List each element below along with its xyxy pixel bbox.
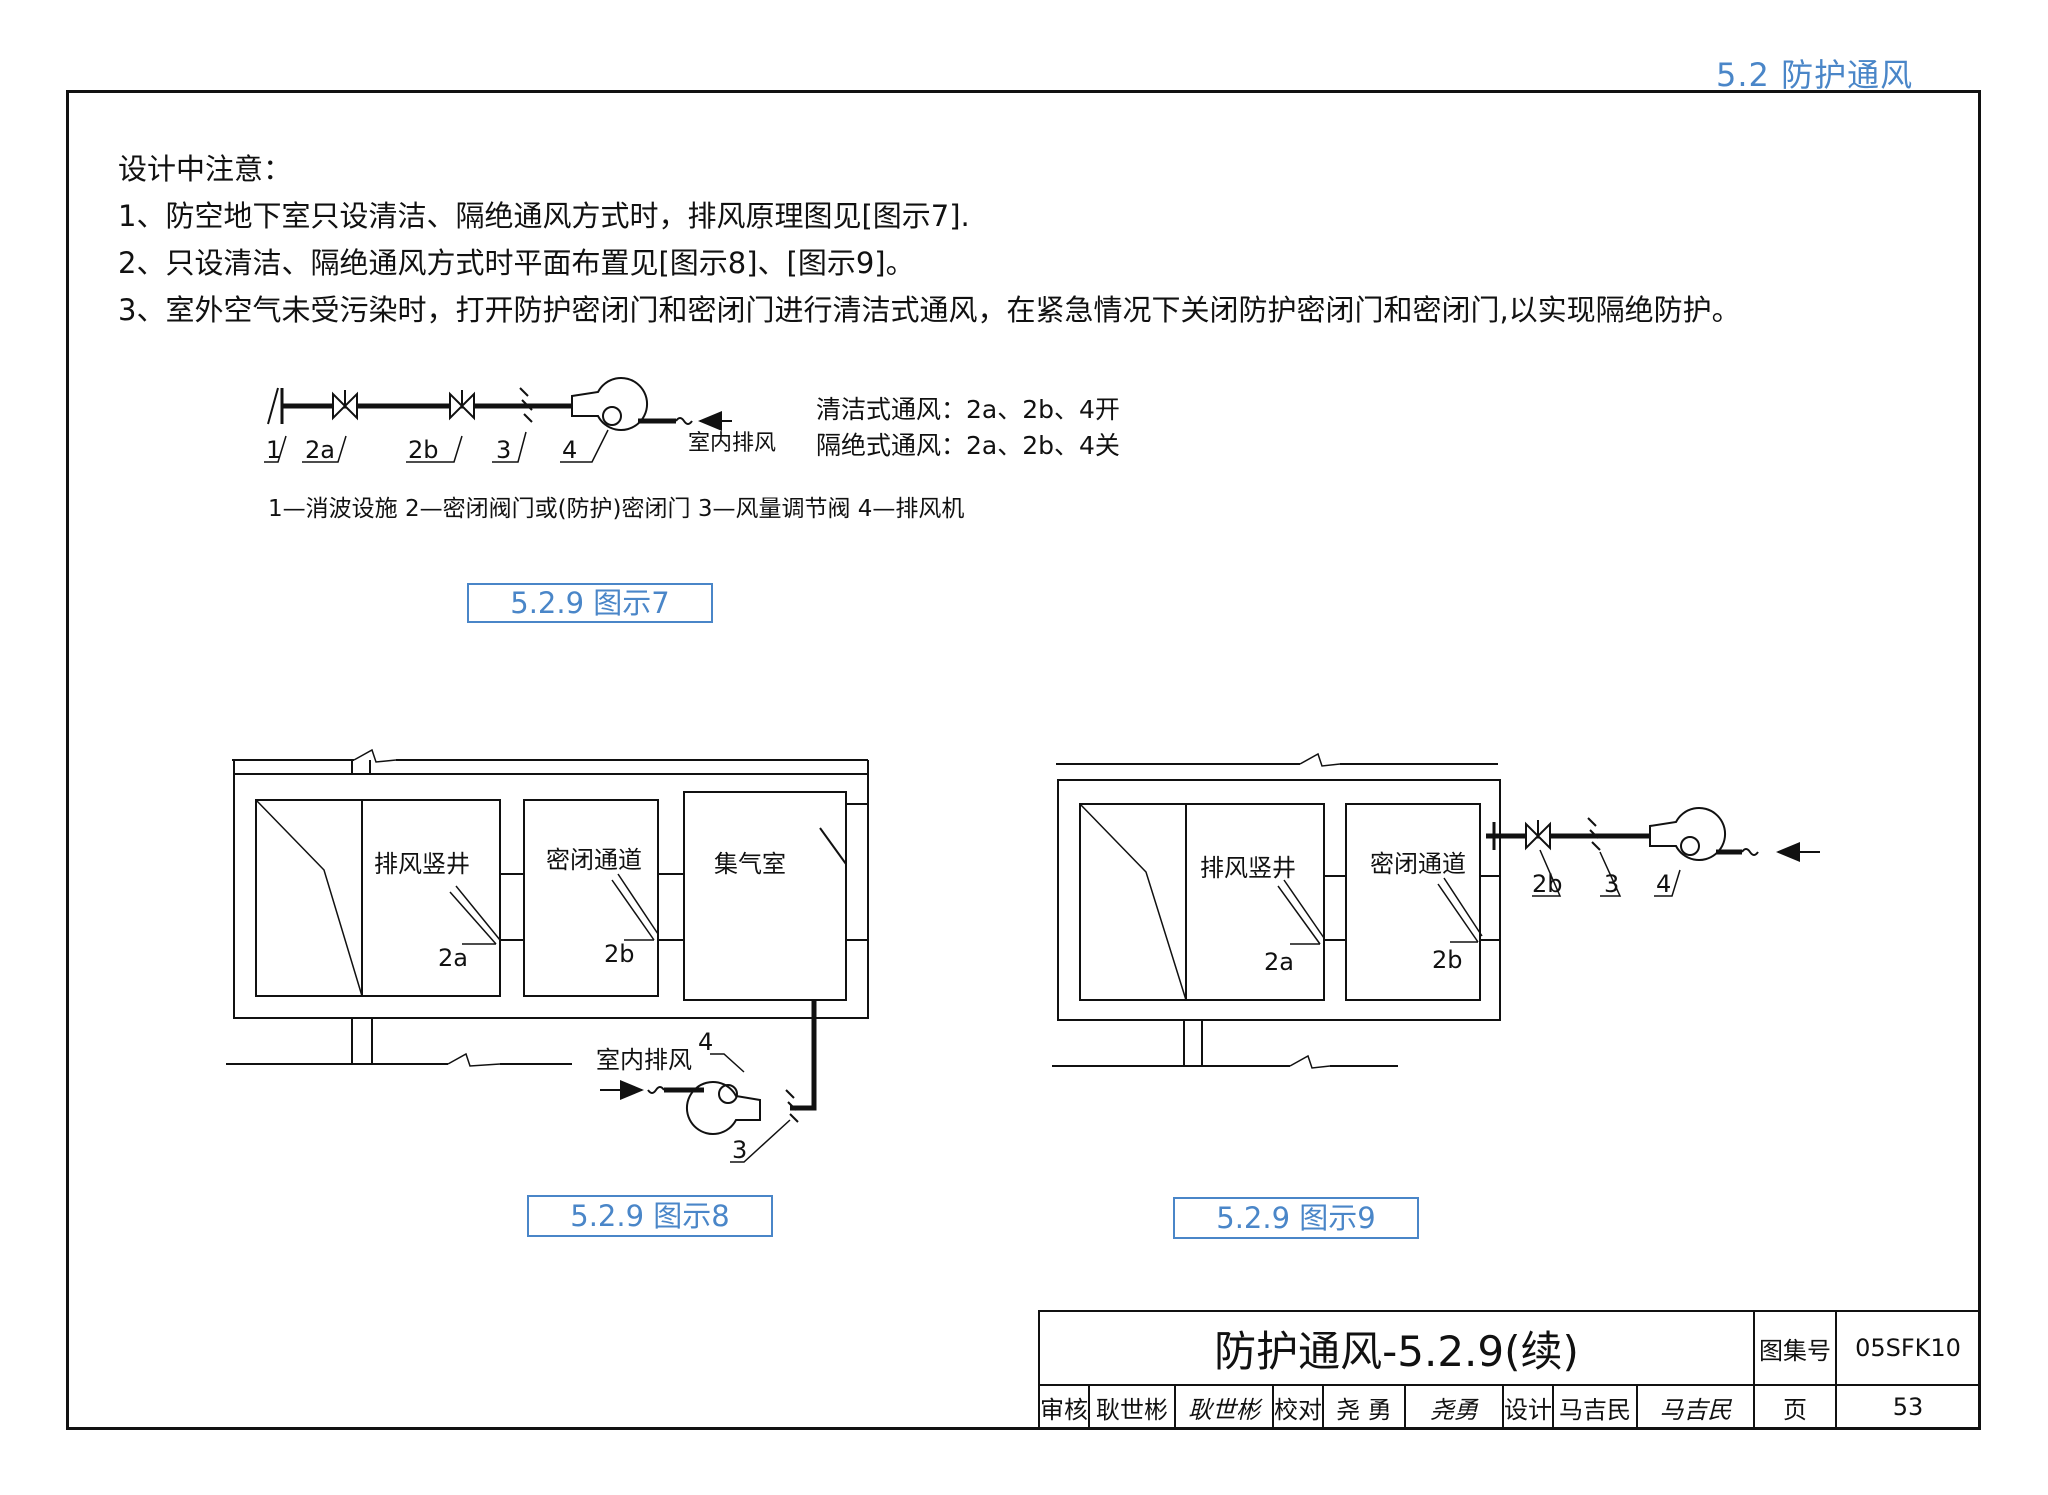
fig8-label-2b: 2b — [604, 940, 635, 968]
fig7-label-1: 1 — [266, 436, 281, 464]
section-label: 5.2 防护通风 — [1716, 56, 1914, 94]
fig8-indoor-exhaust: 室内排风 — [596, 1046, 692, 1074]
fig9-label-3: 3 — [1604, 870, 1619, 898]
page-number: 53 — [1835, 1384, 1981, 1430]
fig9-caption: 5.2.9 图示9 — [1216, 1201, 1375, 1235]
fig8-caption: 5.2.9 图示8 — [570, 1199, 729, 1233]
check-label: 校对 — [1272, 1384, 1324, 1430]
valve-2b-symbol — [449, 390, 475, 421]
fig8-room-plenum: 集气室 — [714, 850, 786, 878]
atlas-number: 05SFK10 — [1835, 1310, 1981, 1386]
fig9-label-2b: 2b — [1432, 946, 1463, 974]
fig8-room-corridor: 密闭通道 — [546, 846, 642, 874]
fig8-room-shaft: 排风竖井 — [374, 850, 470, 878]
fig7-legend: 1—消波设施 2—密闭阀门或(防护)密闭门 3—风量调节阀 4—排风机 — [268, 496, 964, 522]
fig7-caption-box — [467, 583, 713, 623]
atlas-label: 图集号 — [1753, 1310, 1837, 1386]
fig7-label-4: 4 — [562, 436, 577, 464]
fig9-room-shaft: 排风竖井 — [1200, 854, 1296, 882]
checker-name: 尧 勇 — [1322, 1384, 1406, 1430]
fig7-label-2a: 2a — [305, 436, 335, 464]
fig7-label-2b: 2b — [408, 436, 439, 464]
fig9-label-2b-pipe: 2b — [1532, 870, 1563, 898]
fig7-label-3: 3 — [496, 436, 511, 464]
drawing-frame — [66, 90, 1981, 1430]
fig9-label-4: 4 — [1656, 870, 1671, 898]
checker-signature: 尧勇 — [1404, 1384, 1504, 1430]
drawing-title: 防护通风-5.2.9(续) — [1038, 1310, 1755, 1386]
design-notes: 设计中注意： 1、防空地下室只设清洁、隔绝通风方式时，排风原理图见[图示7]. … — [118, 146, 1741, 334]
review-label: 审核 — [1038, 1384, 1090, 1430]
fig8-caption-box — [527, 1195, 773, 1237]
fig9-plan — [1052, 752, 1820, 1069]
damper-3-symbol — [519, 387, 533, 423]
fig7-isolated-mode: 隔绝式通风：2a、2b、4关 — [816, 431, 1120, 460]
fig9-caption-box — [1173, 1197, 1419, 1239]
valve-2a-symbol — [332, 390, 358, 421]
fig8-plan — [226, 748, 869, 1163]
designer-name: 马吉民 — [1552, 1384, 1638, 1430]
note-item-2: 2、只设清洁、隔绝通风方式时平面布置见[图示8]、[图示9]。 — [118, 246, 915, 280]
page-label: 页 — [1753, 1384, 1837, 1430]
fig9-room-corridor: 密闭通道 — [1370, 850, 1466, 878]
note-item-1: 1、防空地下室只设清洁、隔绝通风方式时，排风原理图见[图示7]. — [118, 199, 970, 233]
exhaust-fan-4-symbol — [571, 377, 693, 431]
reviewer-signature: 耿世彬 — [1174, 1384, 1274, 1430]
fig7-clean-mode: 清洁式通风：2a、2b、4开 — [816, 395, 1120, 424]
fig9-label-2a: 2a — [1264, 948, 1294, 976]
reviewer-name: 耿世彬 — [1088, 1384, 1176, 1430]
designer-signature: 马吉民 — [1636, 1384, 1755, 1430]
blast-attenuator-symbol — [267, 387, 284, 425]
note-item-3: 3、室外空气未受污染时，打开防护密闭门和密闭门进行清洁式通风，在紧急情况下关闭防… — [118, 293, 1741, 327]
fig7-indoor-exhaust: 室内排风 — [688, 431, 776, 456]
fig7-schematic — [264, 377, 732, 463]
design-label: 设计 — [1502, 1384, 1554, 1430]
fig8-label-2a: 2a — [438, 944, 468, 972]
title-block: 防护通风-5.2.9(续) 图集号 05SFK10 审核 耿世彬 耿世彬 校对 … — [1038, 1310, 1981, 1430]
fig7-caption: 5.2.9 图示7 — [510, 586, 669, 620]
fig8-label-4: 4 — [698, 1028, 713, 1056]
fig8-label-3: 3 — [732, 1136, 747, 1164]
notes-heading: 设计中注意： — [118, 152, 293, 186]
